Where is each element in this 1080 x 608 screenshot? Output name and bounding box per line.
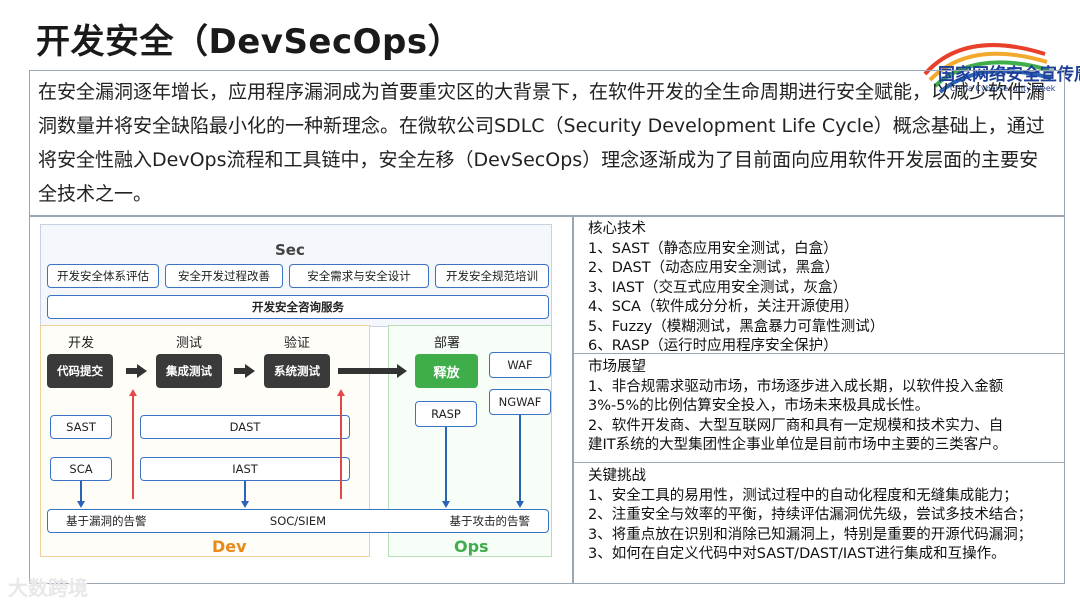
dast-box: DAST: [140, 415, 350, 439]
challenge-heading: 关键挑战: [588, 468, 646, 484]
logo-subtitle: China Cybersecurity Week: [950, 84, 1056, 93]
page-title: 开发安全（DevSecOps）: [36, 22, 463, 62]
feedback-arrow-1: [129, 389, 137, 396]
watermark: 大数跨境: [8, 576, 88, 600]
market-section: 市场展望 1、非合规需求驱动市场，市场逐步进入成长期，以软件投入金额 3%-5%…: [574, 355, 1064, 463]
alert-arrow-2: [241, 501, 249, 508]
soc-bar: 基于漏洞的告警 SOC/SIEM 基于攻击的告警: [47, 509, 549, 533]
stage-dev: 开发: [68, 336, 95, 351]
alert-arrow-1: [77, 501, 85, 508]
sec-item-4: 开发安全规范培训: [435, 264, 549, 288]
challenge-line: 3、将重点放在识别和消除已知漏洞上，特别是重要的开源代码漏洞；: [588, 526, 1033, 543]
feedback-line-2: [340, 395, 342, 499]
arrow-3: [338, 368, 398, 374]
challenge-line: 1、安全工具的易用性，测试过程中的自动化程度和无缝集成能力；: [588, 487, 1018, 504]
challenge-line: 2、注重安全与效率的平衡，持续评估漏洞优先级，尝试多技术结合；: [588, 507, 1033, 523]
challenge-line: 3、如何在自定义代码中对SAST/DAST/IAST进行集成和互操作。: [588, 546, 1006, 562]
rasp-box: RASP: [415, 401, 477, 427]
core-tech-item: 5、Fuzzy（模糊测试，黑盒暴力可靠性测试）: [588, 318, 885, 335]
alert-arrow-4: [516, 501, 524, 508]
core-tech-heading: 核心技术: [588, 221, 646, 237]
alert-vuln-label: 基于漏洞的告警: [66, 514, 147, 528]
arrow-2: [234, 368, 246, 374]
sec-item-2: 安全开发过程改善: [165, 264, 283, 288]
stage-verify: 验证: [284, 336, 311, 351]
stage-deploy: 部署: [434, 336, 461, 351]
dev-label: Dev: [212, 537, 247, 556]
core-tech-section: 核心技术 1、SAST（静态应用安全测试，白盒） 2、DAST（动态应用安全测试…: [574, 217, 1064, 354]
intro-paragraph: 在安全漏洞逐年增长，应用程序漏洞成为首要重灾区的大背景下，在软件开发的全生命周期…: [29, 70, 1065, 216]
sec-item-1: 开发安全体系评估: [47, 264, 159, 288]
step-integration-test: 集成测试: [156, 354, 222, 388]
sec-item-3: 安全需求与安全设计: [289, 264, 429, 288]
core-tech-item: 6、RASP（运行时应用程序安全保护）: [588, 338, 838, 354]
cybersecurity-week-logo: [923, 43, 1052, 94]
sca-box: SCA: [50, 457, 112, 481]
market-line: 2、软件开发商、大型互联网厂商和具有一定规模和技术实力、自: [588, 417, 1004, 434]
step-system-test: 系统测试: [264, 354, 330, 388]
stage-test: 测试: [176, 336, 203, 351]
arrow-2-head: [245, 364, 255, 378]
feedback-line-1: [132, 395, 134, 499]
market-line: 1、非合规需求驱动市场，市场逐步进入成长期，以软件投入金额: [588, 378, 1004, 395]
waf-box: WAF: [489, 352, 551, 378]
core-tech-item: 2、DAST（动态应用安全测试，黑盒）: [588, 260, 840, 276]
sast-box: SAST: [50, 415, 112, 439]
devsecops-diagram: Sec 开发安全体系评估 安全开发过程改善 安全需求与安全设计 开发安全规范培训…: [29, 216, 573, 584]
sec-title: Sec: [275, 241, 305, 259]
consult-service: 开发安全咨询服务: [47, 295, 549, 319]
core-tech-item: 3、IAST（交互式应用安全测试，灰盒）: [588, 279, 847, 296]
ops-label: Ops: [454, 537, 489, 556]
alert-attack-label: 基于攻击的告警: [449, 514, 530, 528]
ngwaf-box: NGWAF: [489, 389, 551, 415]
arrow-1-head: [137, 364, 147, 378]
arrow-3-head: [397, 364, 407, 378]
alert-line-3: [445, 427, 447, 503]
iast-box: IAST: [140, 457, 350, 481]
feedback-arrow-2: [337, 389, 345, 396]
core-tech-item: 4、SCA（软件成分分析，关注开源使用）: [588, 299, 859, 315]
market-heading: 市场展望: [588, 359, 646, 375]
alert-arrow-3: [442, 501, 450, 508]
right-column: 核心技术 1、SAST（静态应用安全测试，白盒） 2、DAST（动态应用安全测试…: [573, 216, 1065, 584]
challenge-section: 关键挑战 1、安全工具的易用性，测试过程中的自动化程度和无缝集成能力； 2、注重…: [574, 464, 1064, 584]
arrow-1: [126, 368, 138, 374]
market-line: 建IT系统的大型集团性企事业单位是目前市场中主要的三类客户。: [588, 437, 1008, 453]
alert-line-2: [244, 481, 246, 503]
alert-line-4: [519, 415, 521, 503]
soc-siem-label: SOC/SIEM: [269, 514, 327, 528]
alert-line-1: [80, 481, 82, 503]
step-release: 释放: [415, 354, 478, 388]
core-tech-item: 1、SAST（静态应用安全测试，白盒）: [588, 240, 838, 257]
step-code-commit: 代码提交: [47, 354, 113, 388]
market-line: 3%-5%的比例估算安全投入，市场未来极具成长性。: [588, 398, 930, 414]
